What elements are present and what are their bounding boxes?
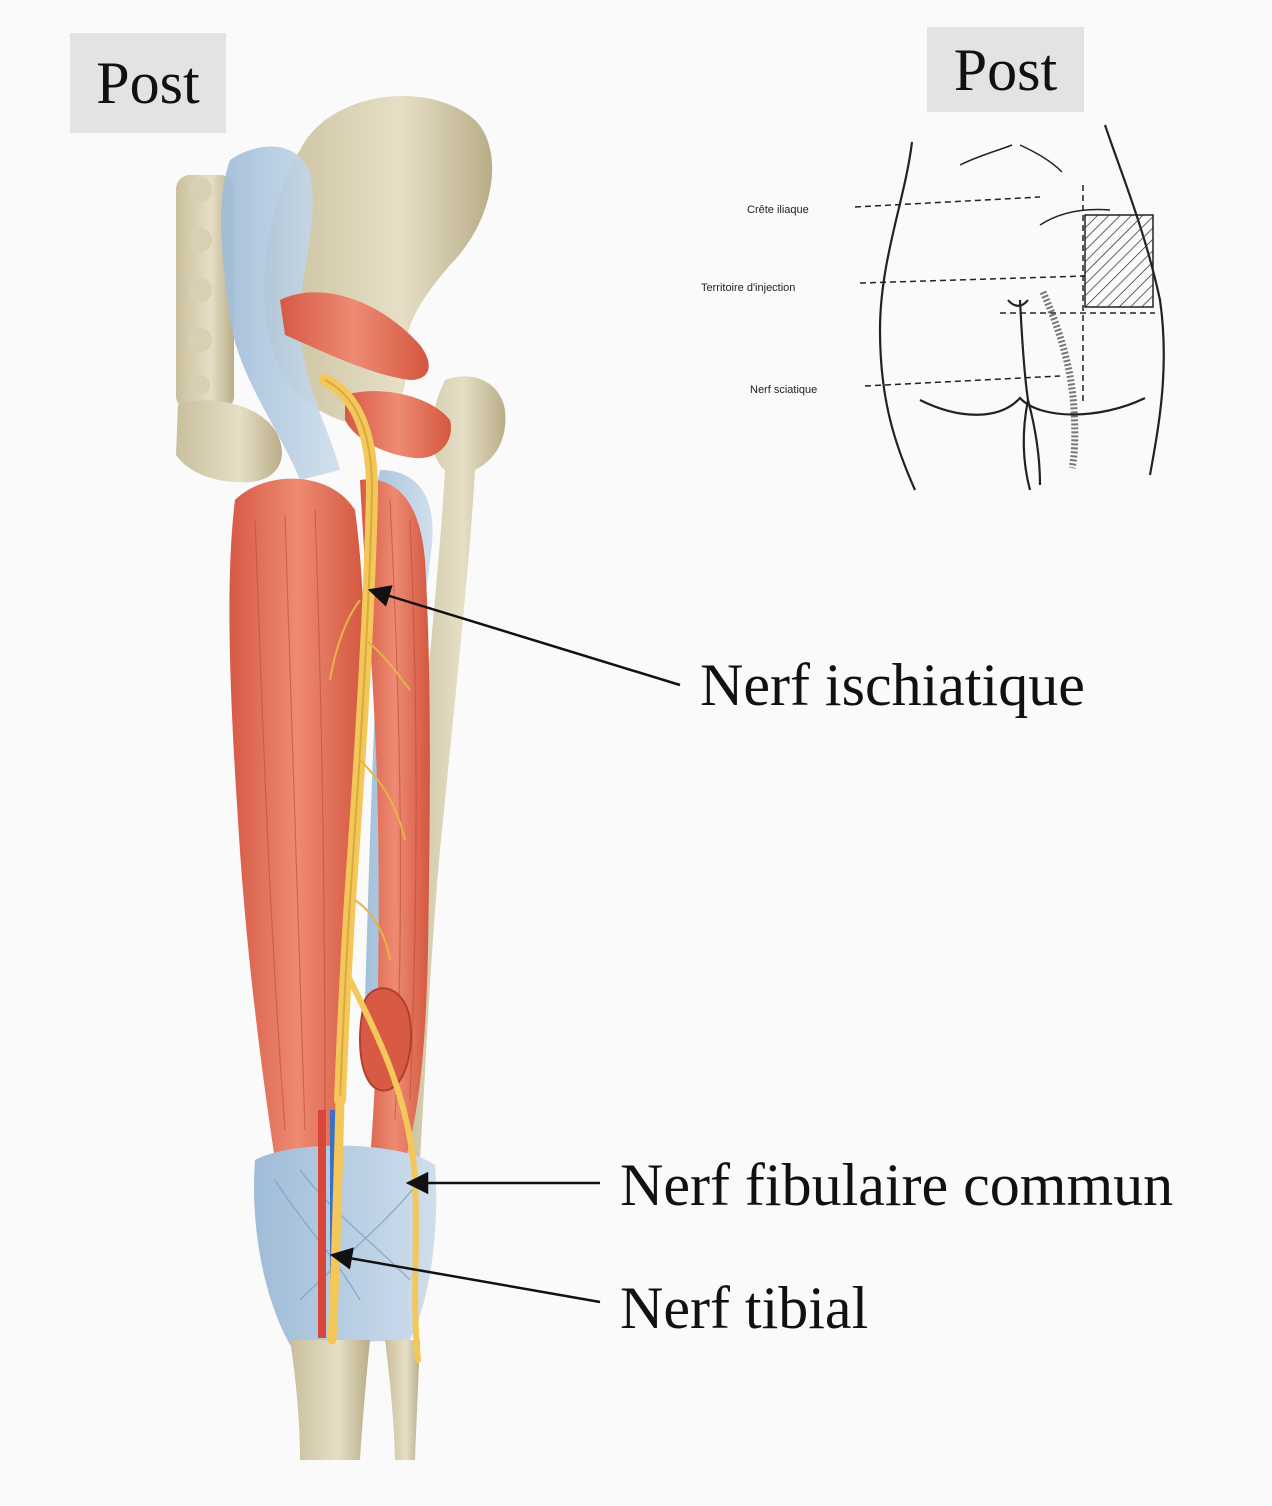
sacrum: [176, 175, 234, 410]
piriformis-muscle: [280, 292, 429, 380]
buttock-outline-left: [878, 141, 917, 491]
nerve-branches: [329, 599, 411, 961]
label-nerf-fibulaire-commun: Nerf fibulaire commun: [620, 1152, 1174, 1218]
popliteal-fat: [359, 987, 412, 1092]
sketch-sciatic-nerve: [1039, 290, 1079, 469]
tibia: [290, 1340, 370, 1460]
fibula: [385, 1340, 420, 1460]
label-nerf-tibial: Nerf tibial: [620, 1275, 869, 1341]
knee-capsule: [254, 1145, 437, 1345]
sketch-label-territoire: Territoire d'injection: [701, 282, 795, 294]
ischium: [176, 400, 282, 483]
gluteal-fold: [919, 396, 1146, 416]
sketch-label-sciatique: Nerf sciatique: [750, 384, 817, 396]
buttock-outline-right: [1103, 124, 1165, 476]
semitendinosus-muscle: [229, 478, 365, 1160]
injection-zone: [1084, 214, 1154, 308]
arrow-tibial: [329, 1247, 601, 1304]
orientation-tag-left: Post: [70, 33, 226, 133]
gluteal-cleft: [1018, 299, 1030, 401]
arrow-ischiatique: [367, 585, 681, 687]
orientation-tag-right: Post: [927, 27, 1084, 112]
sacrotuberous-ligament: [221, 146, 340, 481]
tibial-nerve-trace: [327, 1095, 345, 1345]
sketch-label-crete: Crête iliaque: [747, 204, 809, 216]
muscle-fibres: [254, 499, 417, 1131]
label-nerf-ischiatique: Nerf ischiatique: [700, 652, 1085, 718]
